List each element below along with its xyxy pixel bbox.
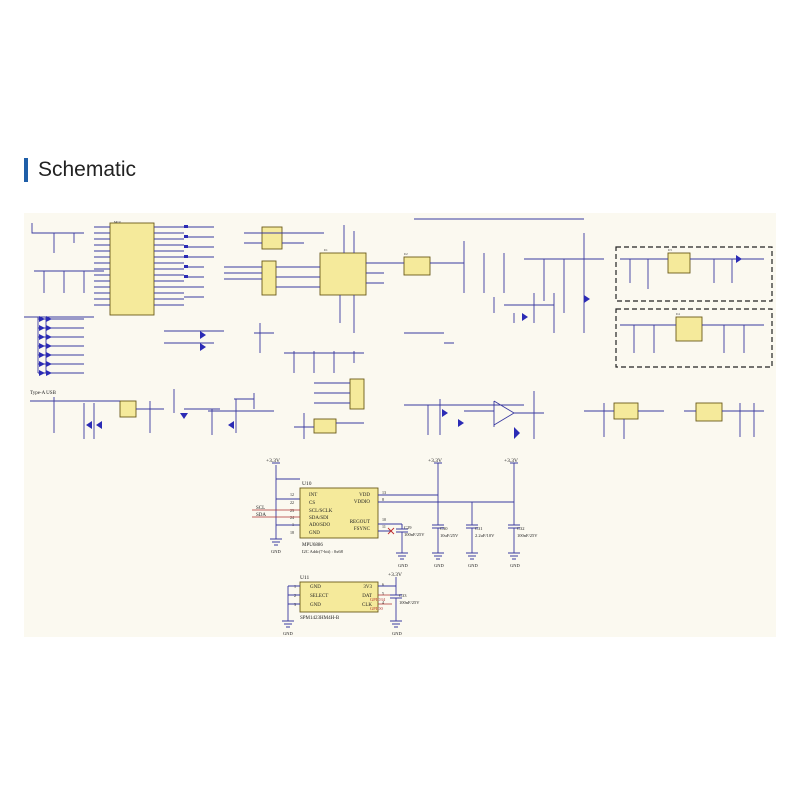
u10-pin-name: AD0/SDO (309, 523, 331, 528)
power-block-1 (615, 246, 773, 302)
crystal-chip (261, 226, 283, 250)
u11-pin-num: 4 (382, 600, 384, 605)
header-connector (349, 378, 365, 410)
u10-pin-name: VDD (359, 493, 370, 498)
u10-pin-name: VDDIO (354, 500, 370, 505)
u10-pin-num: 8 (382, 497, 384, 502)
c32-val: 100nF/25V (517, 533, 538, 538)
u10-chip (299, 487, 379, 539)
u10-pin-num: 11 (382, 524, 386, 529)
u10-net-scl: SCL (256, 506, 265, 511)
rail-label-u10: +3.3V (266, 458, 280, 464)
u10-pin-num: 23 (290, 508, 294, 513)
u11-mic-block: U11 GND 1 GND 2 SELECT 3 GND 3V3 6 DAT 5… (282, 572, 420, 636)
usb-label: Type-A USB (30, 391, 57, 396)
c31-gnd: GND (468, 563, 478, 568)
u10-pin-num: 10 (382, 517, 386, 522)
u10-pin-name: INT (309, 493, 317, 498)
svg-text:U3: U3 (668, 248, 672, 252)
u10-part: MPU6886 (302, 543, 323, 548)
c30-val: 10uF/25V (440, 533, 459, 538)
u10-pin-name: CS (309, 501, 315, 506)
u10-pin-name: GND (309, 531, 320, 536)
c30-ref: C30 (440, 526, 448, 531)
mcu-chip (109, 222, 155, 316)
u11-ref: U11 (300, 575, 310, 581)
u11-pin-name: DAT (362, 594, 372, 599)
u11-part: SPM1423HM4H-B (300, 616, 340, 621)
c33-gnd: GND (392, 631, 402, 636)
c32-ref: C32 (517, 526, 525, 531)
led-ladder (38, 316, 84, 376)
small-regulator-chip (313, 418, 337, 434)
u10-imu-block: +3.3V GND U10 12 INT 22 CS 23 SCL/SCLK 2… (252, 458, 538, 568)
level-shifter-chip (261, 260, 277, 296)
u10-pin-name: SDA/SDI (309, 516, 329, 521)
u11-net-dat: GPIO34 (370, 597, 386, 602)
u10-gnd-label: GND (271, 549, 281, 554)
c30-gnd: GND (434, 563, 444, 568)
u11-pin-num: 6 (382, 582, 384, 587)
u11-pin-name: GND (310, 603, 321, 608)
heading-accent-bar (24, 158, 28, 182)
rail-label-c32: +3.3V (504, 458, 518, 464)
u10-ref: U10 (302, 481, 312, 487)
u11-pin-name: CLK (362, 603, 372, 608)
u10-pin-name: SCL/SCLK (309, 509, 333, 514)
u11-gnd-label: GND (283, 631, 293, 636)
c29-val: 100nF/25V (404, 532, 425, 537)
u10-pin-num: 18 (290, 530, 294, 535)
u11-pin-name: SELECT (310, 594, 328, 599)
svg-text:U1: U1 (324, 248, 328, 252)
u11-pin-num: 2 (294, 593, 296, 598)
usb-protect-chip (119, 400, 137, 418)
u10-right-pins: VDD 13 VDDIO 8 REGOUT 10 FSYNC 11 (350, 490, 386, 532)
rail-label-c33: +3.3V (388, 572, 402, 578)
u11-pin-num: 1 (294, 584, 296, 589)
c32-gnd: GND (510, 563, 520, 568)
c29-ref: C29 (404, 525, 412, 530)
svg-text:U2: U2 (404, 252, 408, 256)
c33-ref: C33 (399, 593, 407, 598)
u11-chip (299, 581, 379, 613)
u10-addr-note: I2C Addr(7-bit) : 0x68 (302, 549, 344, 554)
u10-pin-name: REGOUT (350, 520, 370, 525)
c31-ref: C31 (475, 526, 483, 531)
usb-uart-chip (319, 252, 367, 296)
u10-pin-num: 12 (290, 492, 294, 497)
u10-net-sda: SDA (256, 513, 266, 518)
u11-pin-num: 5 (382, 591, 384, 596)
buck-chip-2 (675, 316, 703, 342)
c29-gnd: GND (398, 563, 408, 568)
buck-chip-1 (667, 252, 691, 274)
u10-pin-name: FSYNC (354, 527, 371, 532)
ldo-chip (403, 256, 431, 276)
svg-text:U4: U4 (676, 312, 680, 316)
c33-val: 100nF/25V (399, 600, 420, 605)
u10-pin-num: 13 (382, 490, 386, 495)
section-title: Schematic (38, 158, 137, 181)
power-block-2 (615, 308, 773, 368)
u11-pin-num: 3 (294, 602, 296, 607)
u11-pin-name: 3V3 (363, 585, 372, 590)
u11-pin-name: GND (310, 585, 321, 590)
c31-val: 2.2uF/10V (475, 533, 495, 538)
u11-net-clk: GPIO0 (370, 606, 384, 611)
section-heading: Schematic (24, 152, 136, 188)
sensor-chip-a (613, 402, 639, 420)
u10-pin-num: 22 (290, 500, 294, 505)
u10-pin-num: 1 (292, 522, 294, 527)
svg-text:MCU: MCU (114, 220, 122, 224)
u10-pin-num: 24 (290, 515, 294, 520)
rail-label-c30: +3.3V (428, 458, 442, 464)
u10-left-pins: 12 INT 22 CS 23 SCL/SCLK 24 SDA/SDI 1 AD… (290, 492, 333, 536)
sensor-chip-b (695, 402, 723, 422)
